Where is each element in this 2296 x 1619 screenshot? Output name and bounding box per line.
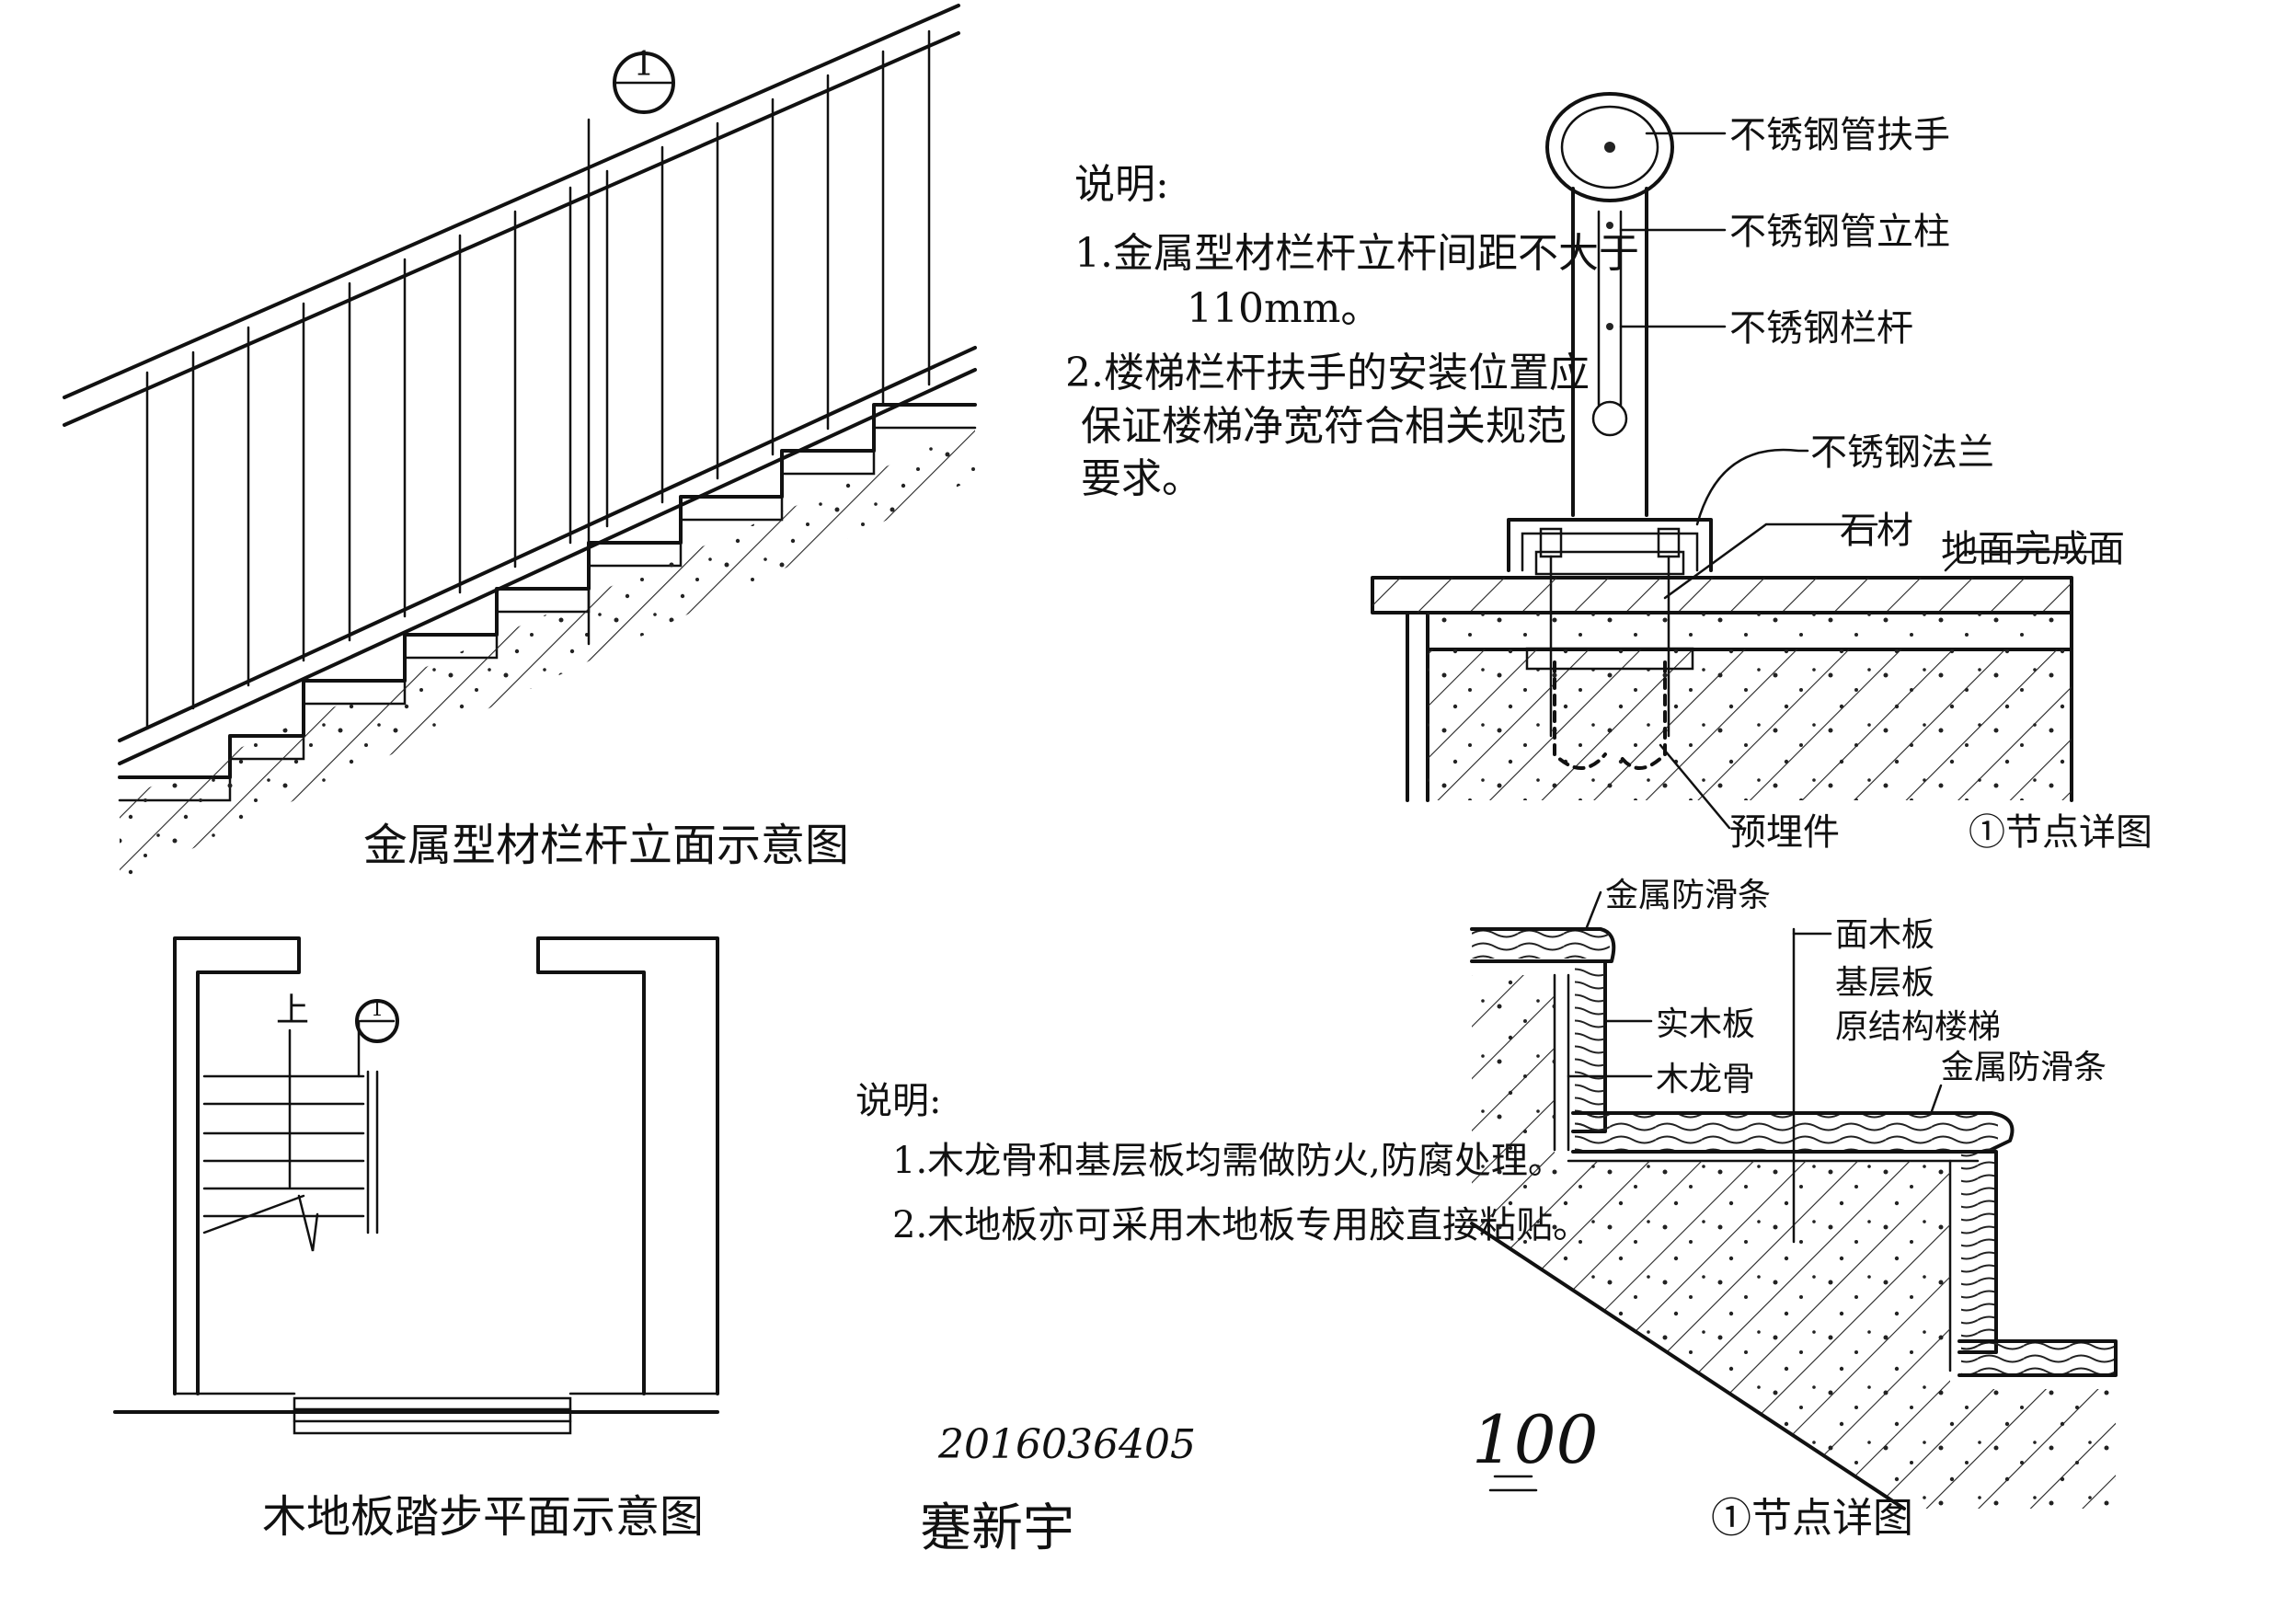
detail-step-label: 实木板 [1656, 1005, 1755, 1043]
elevation-caption: 金属型材栏杆立面示意图 [363, 820, 849, 871]
detail-step-label: 原结构楼梯 [1835, 1008, 2001, 1046]
plan-up-label: 上 [276, 992, 309, 1029]
section-marker-icon [613, 52, 675, 114]
notes-top-line: 1.金属型材栏杆立杆间距不大于 [1074, 230, 1639, 277]
section-marker-icon [355, 999, 399, 1043]
notes-top-line: 2.楼梯栏杆扶手的安装位置应 [1065, 350, 1590, 396]
stair-plan: 上 1 木地板踏步平面示意图 [113, 936, 719, 1543]
detail-railing: 不锈钢管扶手 不锈钢管立柱 不锈钢栏杆 不锈钢法兰 石材 地面完成面 预埋件 ①… [1371, 92, 2152, 854]
score-mark: 100 [1472, 1401, 1598, 1478]
detail-step-label: 木龙骨 [1656, 1061, 1755, 1098]
detail-railing-label: 不锈钢管扶手 [1729, 114, 1950, 156]
detail-step-caption: ①节点详图 [1711, 1495, 1913, 1542]
detail-step-label: 面木板 [1835, 916, 1934, 954]
notes-bottom-title: 说明: [855, 1080, 941, 1122]
plan-marker-label: 1 [371, 998, 384, 1021]
detail-railing-label: 不锈钢管立柱 [1729, 211, 1950, 253]
baluster-group [145, 29, 931, 730]
detail-railing-caption: ①节点详图 [1969, 811, 2152, 854]
student-id: 2016036405 [937, 1421, 1196, 1468]
detail-step: 金属防滑条 实木板 木龙骨 面木板 基层板 原结构楼梯 金属防滑条 ①节点详图 [1470, 877, 2118, 1542]
detail-step-label: 金属防滑条 [1605, 877, 1771, 914]
plan-caption: 木地板踏步平面示意图 [262, 1491, 704, 1543]
detail-step-label: 基层板 [1835, 964, 1934, 1002]
detail-step-label: 金属防滑条 [1941, 1049, 2107, 1086]
notes-bottom-line: 1.木龙骨和基层板均需做防火,防腐处理。 [892, 1140, 1565, 1182]
notes-top-line: 保证楼梯净宽符合相关规范 [1081, 403, 1567, 450]
railing-elevation: 1 金属型材栏杆立面示意图 [63, 4, 977, 883]
detail-railing-label: 不锈钢法兰 [1810, 431, 1994, 474]
detail-railing-label: 石材 [1840, 510, 1913, 552]
detail-railing-label: 地面完成面 [1941, 528, 2125, 570]
student-name: 蹇新宇 [920, 1498, 1074, 1558]
detail-railing-label: 预埋件 [1729, 811, 1840, 854]
elevation-marker-label: 1 [634, 46, 655, 84]
notes-top-line: 要求。 [1081, 455, 1202, 502]
notes-top-line: 110mm。 [1187, 285, 1381, 332]
plan-treads [202, 1074, 365, 1218]
notes-top-title: 说明: [1074, 161, 1169, 208]
detail-railing-label: 不锈钢栏杆 [1729, 307, 1913, 350]
handrail-section [1545, 92, 1674, 202]
notes-top: 说明: 1.金属型材栏杆立杆间距不大于 110mm。 2.楼梯栏杆扶手的安装位置… [1065, 161, 1639, 502]
